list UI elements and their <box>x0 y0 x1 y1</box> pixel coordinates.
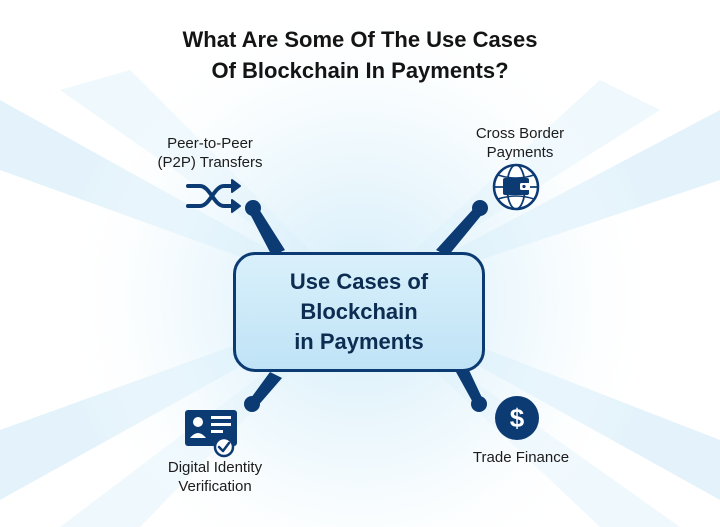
cross-border-line-2: Payments <box>486 144 554 161</box>
digital-identity-line-2: Verification <box>178 478 252 495</box>
connector-trade-finance <box>456 368 487 412</box>
node-label-cross-border: Cross Border Payments <box>440 124 600 162</box>
p2p-line-2: (P2P) Transfers <box>157 154 263 171</box>
trade-finance-line-1: Trade Finance <box>472 449 570 466</box>
node-label-p2p: Peer-to-Peer (P2P) Transfers <box>130 134 290 172</box>
title-line-1: What Are Some Of The Use Cases <box>182 27 538 52</box>
node-label-digital-identity: Digital Identity Verification <box>135 458 295 496</box>
digital-identity-line-1: Digital Identity <box>167 459 263 476</box>
connector-cross-border <box>436 200 488 256</box>
connector-p2p <box>245 200 285 256</box>
dollar-coin-icon: $ <box>495 396 539 440</box>
globe-wallet-icon <box>492 163 540 211</box>
center-node: Use Cases of Blockchain in Payments <box>233 252 485 372</box>
svg-text:$: $ <box>510 403 525 433</box>
node-label-trade-finance: Trade Finance <box>441 448 601 467</box>
center-line-3: in Payments <box>294 329 424 354</box>
connector-digital-identity <box>244 372 282 412</box>
center-line-1: Use Cases of <box>289 269 429 294</box>
page-title: What Are Some Of The Use Cases Of Blockc… <box>0 24 720 86</box>
title-line-2: Of Blockchain In Payments? <box>211 58 509 83</box>
p2p-line-1: Peer-to-Peer <box>167 135 253 152</box>
cross-border-line-1: Cross Border <box>475 125 565 142</box>
center-line-2: Blockchain <box>300 299 418 324</box>
id-card-check-icon <box>185 410 237 458</box>
shuffle-icon <box>186 179 241 213</box>
